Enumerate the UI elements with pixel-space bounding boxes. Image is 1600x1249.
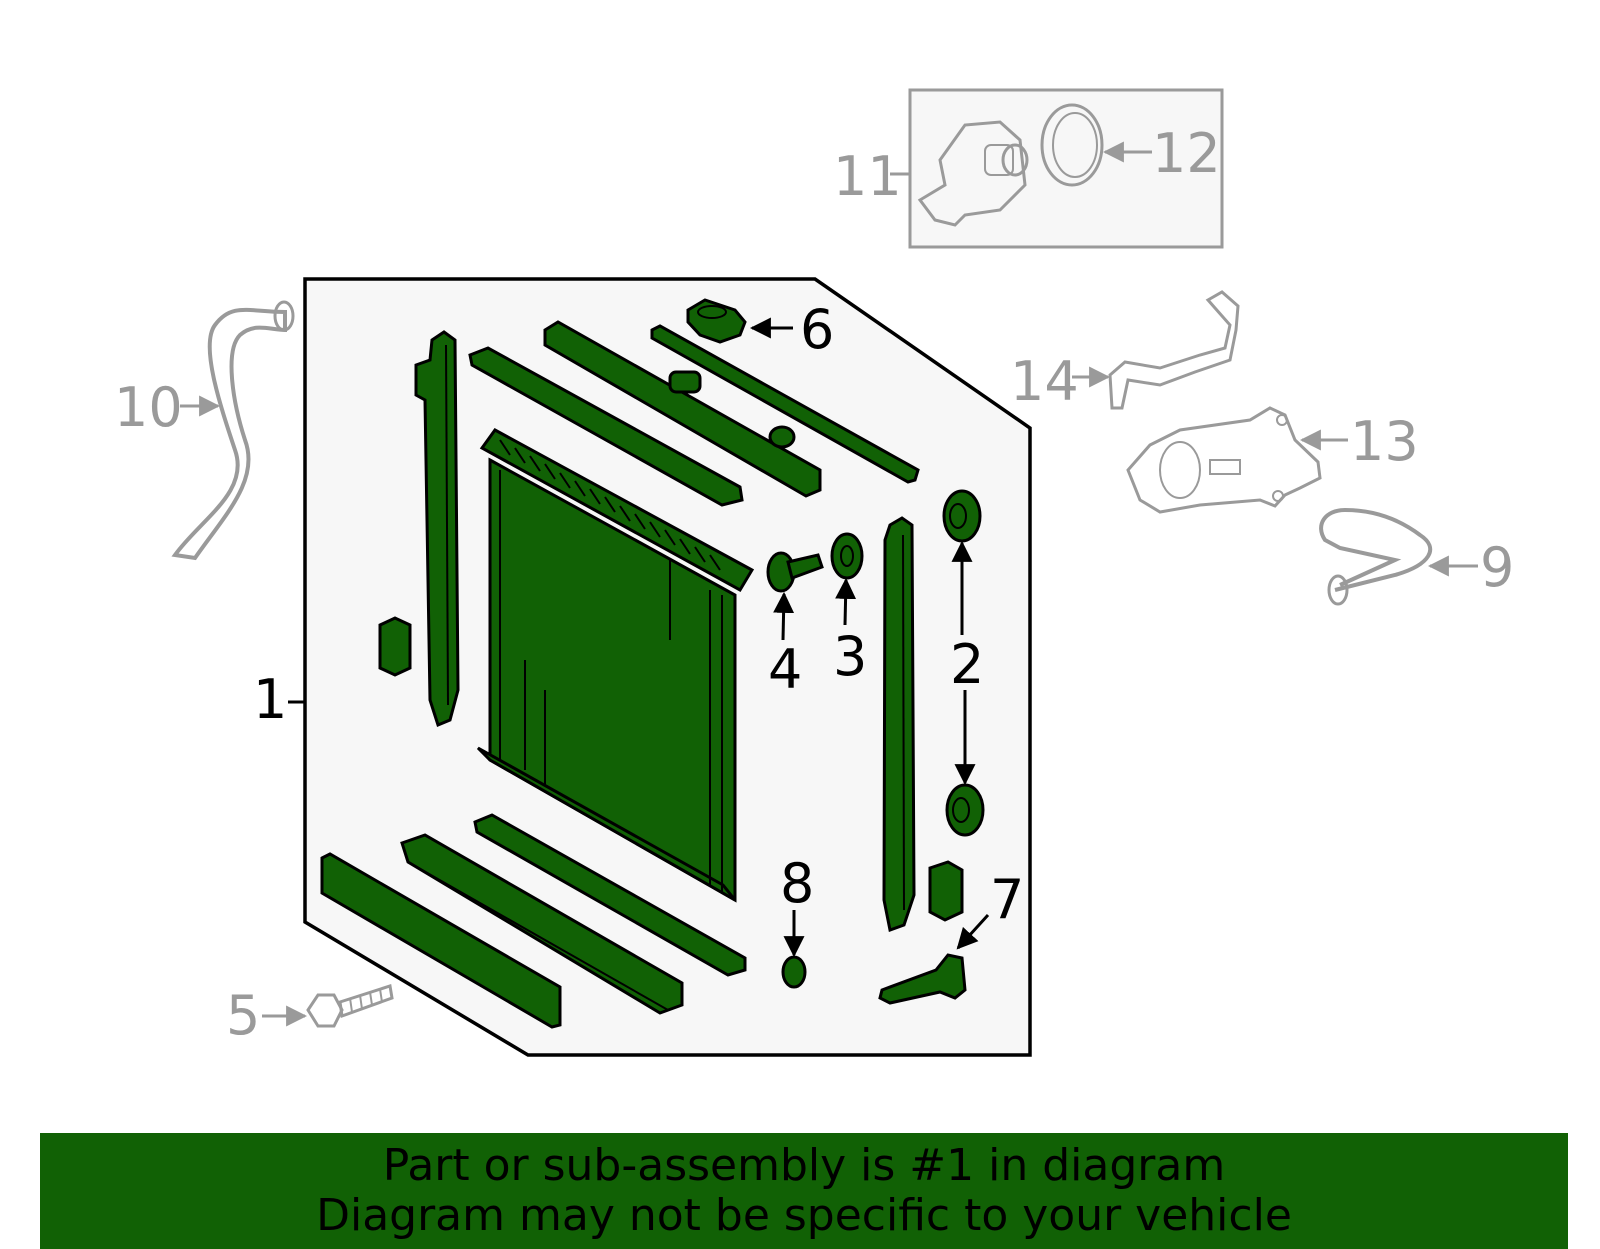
leader-4 <box>773 591 795 641</box>
upper-hose-end <box>273 300 295 332</box>
thermostat-gasket[interactable] <box>1040 103 1104 187</box>
callout-1: 1 <box>253 668 287 731</box>
lower-front-seal[interactable] <box>320 852 562 1029</box>
leader-3 <box>835 577 857 626</box>
lower-radiator-hose[interactable] <box>1319 507 1433 592</box>
callout-11: 11 <box>833 145 902 208</box>
callout-9: 9 <box>1480 536 1514 599</box>
drain-cock[interactable] <box>766 551 824 593</box>
callout-3: 3 <box>833 625 867 688</box>
lower-seal-strip[interactable] <box>473 813 747 977</box>
lower-hose-end <box>1327 574 1349 606</box>
callout-8: 8 <box>780 852 814 915</box>
radiator-cap[interactable] <box>686 298 747 344</box>
upper-rear-seal[interactable] <box>650 324 920 484</box>
bypass-pipe[interactable] <box>1108 290 1240 410</box>
callout-14: 14 <box>1010 350 1079 413</box>
callout-12: 12 <box>1152 122 1221 185</box>
callout-4: 4 <box>768 638 802 701</box>
upper-cushion[interactable] <box>942 489 982 543</box>
lower-cushion[interactable] <box>945 783 985 837</box>
water-outlet-housing[interactable] <box>1126 406 1322 514</box>
left-mount-block[interactable] <box>378 616 412 677</box>
leader-7 <box>956 913 990 950</box>
callout-7: 7 <box>990 868 1024 931</box>
drain-plug[interactable] <box>878 953 967 1005</box>
o-ring[interactable] <box>781 955 807 989</box>
grommet[interactable] <box>830 532 864 580</box>
radiator-core[interactable] <box>476 428 755 903</box>
lower-tank[interactable] <box>400 833 684 1015</box>
banner-line-2: Diagram may not be specific to your vehi… <box>316 1190 1292 1241</box>
callout-6: 6 <box>800 298 834 361</box>
thermostat-housing[interactable] <box>917 120 1029 227</box>
right-mount-block[interactable] <box>928 860 964 922</box>
right-side-bracket[interactable] <box>882 516 916 932</box>
upper-tank[interactable] <box>543 320 822 498</box>
bolt[interactable] <box>306 984 394 1028</box>
callout-2: 2 <box>950 633 984 696</box>
callout-5: 5 <box>226 984 260 1047</box>
info-banner: Part or sub-assembly is #1 in diagram Di… <box>40 1133 1568 1249</box>
upper-radiator-hose[interactable] <box>171 307 287 561</box>
callout-13: 13 <box>1350 410 1419 473</box>
banner-line-1: Part or sub-assembly is #1 in diagram <box>382 1140 1226 1191</box>
callout-10: 10 <box>114 376 183 439</box>
upper-seal-strip[interactable] <box>468 346 744 507</box>
left-side-bracket[interactable] <box>414 330 460 728</box>
